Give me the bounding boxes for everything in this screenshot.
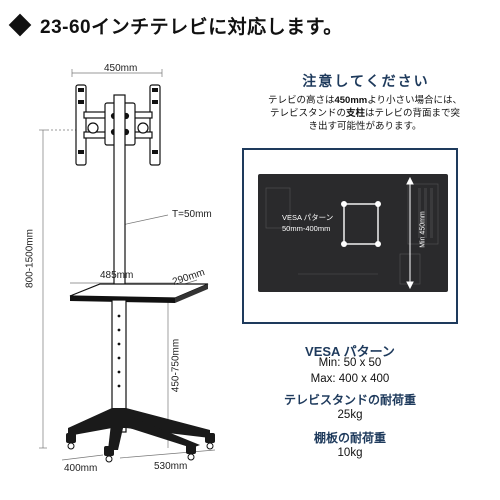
tv-back-drawing xyxy=(265,176,439,290)
dim-shelf-width: 485mm xyxy=(100,270,134,281)
vesa-label: VESA パターン xyxy=(282,213,334,222)
notice-text: はテレビの背面まで突 xyxy=(365,108,461,119)
notice-text: より小さい場合には、 xyxy=(367,95,463,106)
notice-highlight: 支柱 xyxy=(345,108,365,119)
shelf-load-value: 10kg xyxy=(337,447,363,459)
shelf-load-title: 棚板の耐荷重 xyxy=(313,431,386,445)
notice-text: テレビの高さは xyxy=(267,95,335,106)
notice-text: テレビスタンドの xyxy=(269,108,346,119)
tv-back-image-frame: VESA パターン 50mm-400mm Min 450mm xyxy=(242,148,458,324)
vesa-spec-min: Min: 50 x 50 xyxy=(318,357,382,369)
dim-shelf-height: 450-750mm xyxy=(170,338,182,393)
stand-load-title: テレビスタンドの耐荷重 xyxy=(283,393,416,407)
vesa-spec-max: Max: 400 x 400 xyxy=(310,373,390,385)
diamond-bullet-icon xyxy=(8,13,32,37)
notice-title: 注意してください xyxy=(302,73,430,89)
notice-highlight: 450mm xyxy=(334,95,368,106)
dim-base-width: 400mm xyxy=(64,463,98,474)
dim-tube: T=50mm xyxy=(172,209,212,220)
vesa-spec-title: VESA パターン xyxy=(305,344,395,359)
headline-text: 23-60インチテレビに対応します。 xyxy=(40,16,343,38)
notice-text: き出す可能性があります。 xyxy=(308,121,422,132)
stand-load-value: 25kg xyxy=(337,409,363,421)
dim-top-width: 450mm xyxy=(104,63,138,74)
dim-height: 800-1500mm xyxy=(24,229,36,288)
stand-diagram xyxy=(39,69,216,463)
tv-back-panel: VESA パターン 50mm-400mm Min 450mm xyxy=(258,174,448,292)
headline: 23-60インチテレビに対応します。 xyxy=(6,12,343,38)
min-height-label: Min 450mm xyxy=(419,211,427,248)
notice-body: テレビの高さは450mmより小さい場合には、 テレビスタンドの支柱はテレビの背面… xyxy=(246,94,484,133)
dim-base-depth: 530mm xyxy=(154,461,188,472)
vesa-range-label: 50mm-400mm xyxy=(282,224,331,233)
